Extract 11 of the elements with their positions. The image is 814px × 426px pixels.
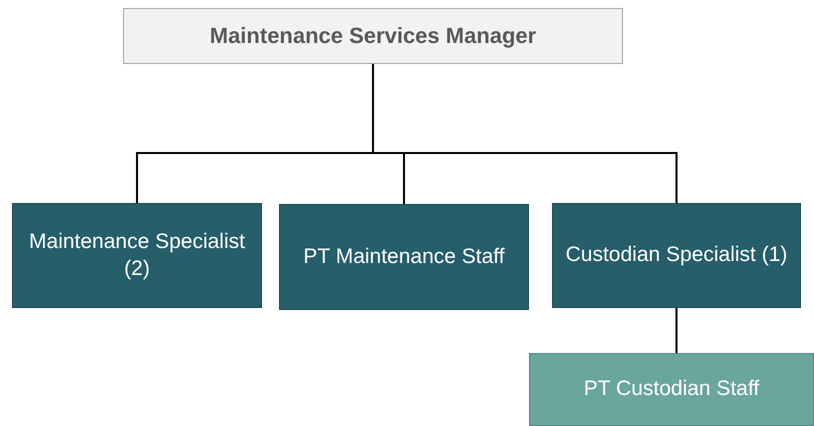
role-title: Maintenance Services Manager: [210, 22, 536, 50]
role-title: PT Custodian Staff: [584, 376, 760, 402]
role-title: Maintenance Specialist (2): [28, 229, 246, 282]
role-title: Custodian Specialist (1): [566, 242, 788, 268]
org-box: [123, 8, 623, 64]
org-box: [279, 204, 529, 310]
org-box: [552, 203, 801, 308]
org-box: [12, 203, 262, 308]
org-box: [529, 353, 814, 426]
connector-line: [676, 308, 678, 353]
role-title: PT Maintenance Staff: [303, 244, 505, 270]
